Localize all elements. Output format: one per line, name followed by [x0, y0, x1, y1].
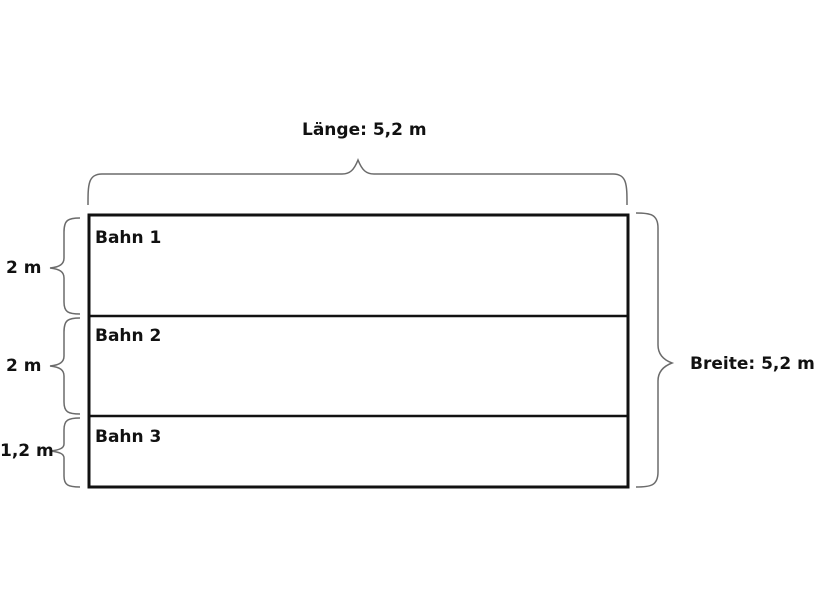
length-label: Länge: 5,2 m: [302, 120, 427, 140]
width-label: Breite: 5,2 m: [690, 354, 815, 374]
lane-1-dimension: 2 m: [6, 258, 42, 278]
field-outline: [87, 213, 630, 489]
lane-3-dimension: 1,2 m: [0, 441, 54, 461]
lane-3-label: Bahn 3: [95, 427, 162, 447]
lane-2-dimension: 2 m: [6, 356, 42, 376]
lane-3-brace: [49, 417, 81, 488]
width-brace: [635, 212, 675, 488]
lane-2-brace: [49, 317, 81, 415]
lane-1-brace: [49, 217, 81, 315]
lane-2-label: Bahn 2: [95, 326, 162, 346]
lane-1-label: Bahn 1: [95, 228, 162, 248]
length-brace: [87, 157, 628, 206]
